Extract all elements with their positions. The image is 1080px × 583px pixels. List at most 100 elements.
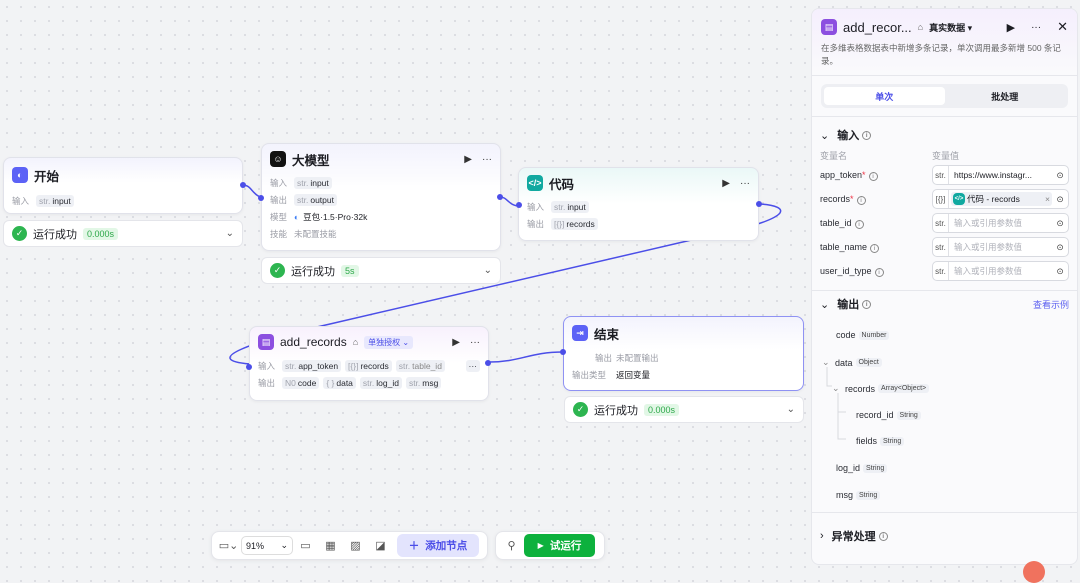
chevron-down-icon[interactable]: ⌄ [822, 357, 830, 367]
minimap-icon[interactable]: ▭⌄ [218, 540, 239, 552]
field-input[interactable]: str. https://www.instagr... ⊙ [932, 165, 1069, 185]
field-input[interactable]: [{}]</>代码 - records× ⊙ [932, 189, 1069, 209]
port[interactable] [756, 201, 762, 207]
select-icon[interactable]: ◪ [375, 540, 386, 552]
plugin-icon: ⌂ [352, 337, 359, 347]
output-value: 未配置输出 [616, 352, 659, 363]
end-icon: ⇥ [572, 325, 588, 341]
field-value[interactable]: 输入或引用参数值 [954, 218, 1023, 228]
play-icon[interactable]: ▶ [1006, 21, 1016, 34]
type-selector[interactable]: str. [933, 238, 949, 256]
status-text: 运行成功 [594, 404, 638, 417]
field-input[interactable]: str. 输入或引用参数值 ⊙ [932, 261, 1069, 281]
type-selector[interactable]: str. [933, 262, 949, 280]
output-tag: [{}]records [551, 217, 598, 230]
view-example-link[interactable]: 查看示例 [1032, 299, 1069, 310]
close-icon[interactable]: ✕ [1057, 19, 1068, 34]
type-selector[interactable]: [{}] [933, 190, 949, 208]
auth-dropdown[interactable]: 单独授权 ⌄ [364, 335, 414, 349]
field-input[interactable]: str. 输入或引用参数值 ⊙ [932, 237, 1069, 257]
remove-icon[interactable]: × [1045, 194, 1050, 204]
end-node[interactable]: ⇥结束 输出未配置输出 输出类型返回变量 [563, 316, 804, 391]
port[interactable] [497, 194, 503, 200]
field-value[interactable]: 输入或引用参数值 [954, 242, 1023, 252]
info-icon: i [870, 243, 880, 253]
field-value[interactable]: https://www.instagr... [954, 170, 1032, 180]
comment-icon[interactable]: ▭ [300, 540, 311, 552]
plugin-icon: ⌂ [917, 22, 924, 32]
add-node-button[interactable]: ＋添加节点 [397, 534, 479, 557]
more-icon[interactable]: ··· [470, 336, 480, 348]
zoom-select[interactable]: 91%⌄ [241, 536, 293, 555]
field-value[interactable]: </>代码 - records× [949, 192, 1052, 206]
more-inputs-button[interactable]: ··· [465, 359, 480, 372]
type-selector[interactable]: str. [933, 166, 949, 184]
output-label: 输出 [527, 218, 545, 229]
info-icon: i [862, 130, 872, 140]
play-icon[interactable]: ▶ [722, 177, 730, 189]
reference-icon[interactable]: ⊙ [1056, 193, 1064, 204]
port[interactable] [516, 202, 522, 208]
code-icon: </> [527, 175, 543, 191]
plus-icon: ＋ [408, 540, 420, 552]
reference-icon[interactable]: ⊙ [1056, 217, 1064, 228]
data-mode-dropdown[interactable]: 真实数据 ▾ [929, 22, 973, 33]
model-name: 豆包·1.5·Pro·32k [303, 211, 368, 222]
run-toolbar: ⚲ ▶试运行 [495, 531, 605, 560]
play-icon[interactable]: ▶ [464, 153, 472, 165]
tab-batch[interactable]: 批处理 [991, 91, 1019, 102]
field-input[interactable]: str. 输入或引用参数值 ⊙ [932, 213, 1069, 233]
add-records-node[interactable]: ▤add_records⌂单独授权 ⌄▶··· 输入 str.app_token… [249, 326, 489, 401]
type-badge: String [856, 490, 881, 500]
node-title: 代码 [549, 177, 575, 192]
field-value[interactable]: 输入或引用参数值 [954, 266, 1023, 276]
table-icon: ▤ [821, 19, 837, 35]
chevron-down-icon: ⌄ [225, 228, 234, 239]
input-tag: str.input [36, 194, 74, 207]
more-icon[interactable]: ··· [740, 177, 750, 189]
reference-icon[interactable]: ⊙ [1056, 241, 1064, 252]
tab-single[interactable]: 单次 [824, 87, 945, 105]
image-icon[interactable]: ▨ [350, 540, 361, 552]
tree-lines [826, 367, 846, 440]
edge-code-add [229, 203, 782, 365]
type-badge: Array<Object> [878, 384, 930, 393]
input-tag: str.app_token [282, 359, 342, 372]
play-icon[interactable]: ▶ [452, 336, 460, 348]
debug-icon[interactable]: ⚲ [507, 540, 516, 552]
reference-icon[interactable]: ⊙ [1056, 169, 1064, 180]
chevron-down-icon[interactable]: ⌄ [832, 383, 840, 393]
output-tag: str.log_id [359, 376, 402, 389]
port[interactable] [560, 349, 566, 355]
port[interactable] [246, 364, 252, 370]
more-icon[interactable]: ··· [1031, 21, 1042, 33]
more-icon[interactable]: ··· [482, 153, 492, 165]
type-selector[interactable]: str. [933, 214, 949, 232]
input-tag: str.input [551, 200, 589, 213]
port[interactable] [485, 360, 491, 366]
port[interactable] [258, 195, 264, 201]
code-icon: </> [953, 193, 965, 205]
reference-icon[interactable]: ⊙ [1056, 265, 1064, 276]
port[interactable] [240, 182, 246, 188]
test-run-button[interactable]: ▶试运行 [524, 534, 595, 557]
assistant-avatar[interactable] [1023, 561, 1045, 583]
layout-icon[interactable]: ▦ [325, 540, 336, 552]
